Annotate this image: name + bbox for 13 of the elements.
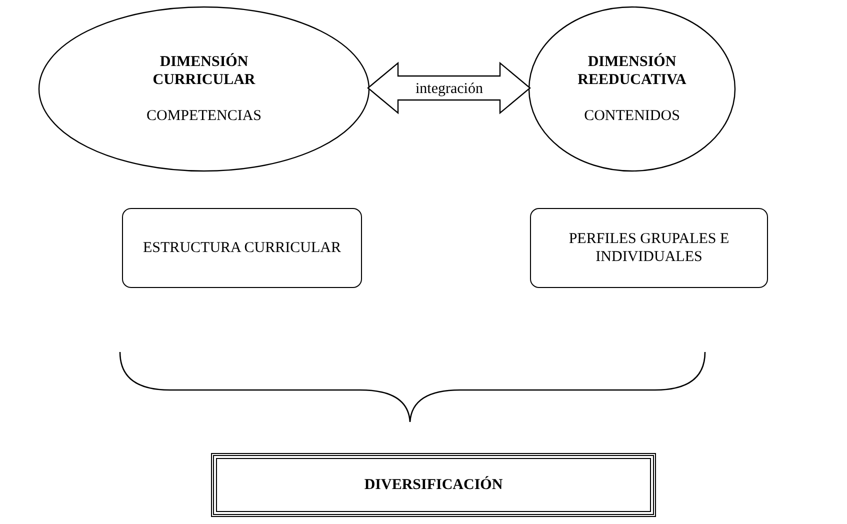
result-box (213, 455, 654, 515)
node-heading: DIMENSIÓN REEDUCATIVA (576, 53, 688, 89)
node-heading: DIVERSIFICACIÓN (364, 476, 503, 494)
ellipse-node (528, 6, 736, 172)
rounded-box (530, 208, 768, 288)
node-text: CONTENIDOS (584, 107, 680, 125)
node-heading: DIMENSIÓN CURRICULAR (152, 53, 256, 89)
ellipse-node (38, 6, 370, 172)
node-text: ESTRUCTURA CURRICULAR (143, 239, 341, 257)
rounded-box (122, 208, 362, 288)
node-text: COMPETENCIAS (146, 107, 262, 125)
node-text: PERFILES GRUPALES E INDIVIDUALES (568, 230, 730, 266)
edge-label: integración (414, 80, 485, 98)
